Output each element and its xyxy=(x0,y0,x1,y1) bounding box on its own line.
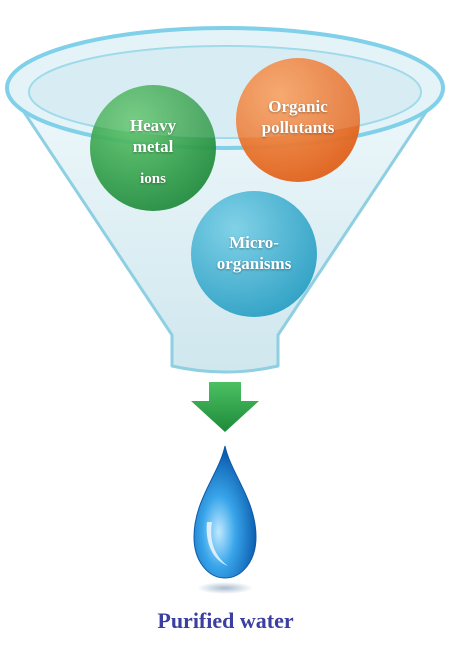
label-line: ions xyxy=(140,171,166,187)
bubble-label-heavy-metal: Heavy metal ions xyxy=(103,115,203,190)
bubble-organic-pollutants xyxy=(236,58,360,182)
water-drop-icon xyxy=(193,445,257,579)
funnel-sheen xyxy=(29,46,421,138)
label-line: organisms xyxy=(216,254,292,273)
bubble-microorganisms xyxy=(191,191,317,317)
label-line: Micro- xyxy=(229,233,279,252)
label-line: Heavy xyxy=(129,116,177,135)
label-line: pollutants xyxy=(261,118,335,137)
caption-purified-water: Purified water xyxy=(157,608,294,633)
bubble-heavy-metal-ions xyxy=(90,85,216,211)
water-drop-highlight xyxy=(206,522,228,566)
bubble-label-organic-pollutants: Organic pollutants xyxy=(245,96,351,138)
down-arrow-icon xyxy=(191,382,259,432)
label-line: Organic xyxy=(268,97,328,116)
label-line: metal xyxy=(132,137,174,156)
bubble-label-microorganisms: Micro- organisms xyxy=(202,232,306,274)
water-drop-shadow xyxy=(197,582,253,594)
